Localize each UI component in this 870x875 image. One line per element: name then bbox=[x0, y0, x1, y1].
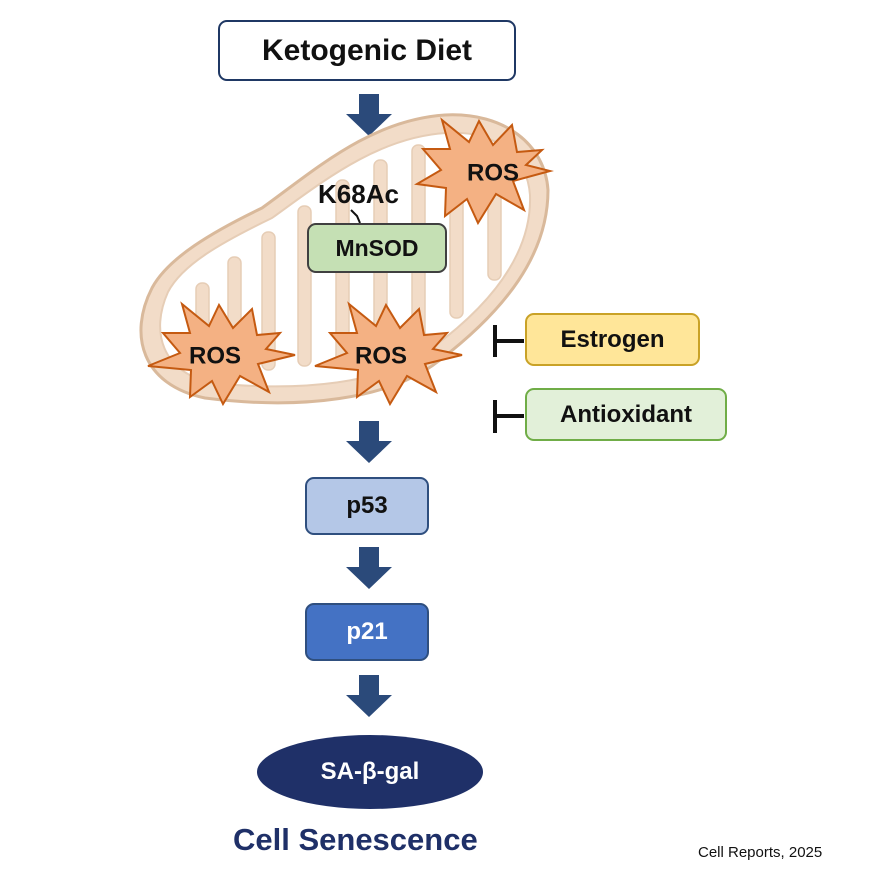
ros-label-right: ROS bbox=[355, 343, 407, 370]
ros-burst-left: ROS bbox=[147, 301, 296, 407]
p21-box: p21 bbox=[305, 603, 429, 661]
ros-burst-top: ROS bbox=[413, 117, 554, 226]
inhibit-estrogen bbox=[493, 325, 524, 357]
arrow-p21-to-sagal bbox=[346, 675, 392, 717]
k68ac-label: K68Ac bbox=[318, 179, 399, 209]
arrow-ros-to-p53 bbox=[346, 421, 392, 463]
k68ac-connector bbox=[350, 209, 361, 224]
estrogen-box: Estrogen bbox=[525, 313, 700, 366]
ros-burst-right: ROS bbox=[314, 301, 463, 407]
arrow-p53-to-p21 bbox=[346, 547, 392, 589]
sa-beta-gal-ellipse: SA-β-gal bbox=[257, 735, 483, 809]
antioxidant-box: Antioxidant bbox=[525, 388, 727, 441]
ros-label-top: ROS bbox=[467, 160, 519, 187]
mnsod-box: MnSOD bbox=[307, 223, 447, 273]
arrow-diet-to-mito bbox=[346, 94, 392, 136]
p53-box: p53 bbox=[305, 477, 429, 535]
cell-senescence-label: Cell Senescence bbox=[233, 822, 478, 857]
citation-label: Cell Reports, 2025 bbox=[698, 844, 823, 861]
ros-label-left: ROS bbox=[189, 343, 241, 370]
inhibit-antioxidant bbox=[493, 400, 524, 433]
ketogenic-diet-box: Ketogenic Diet bbox=[218, 20, 516, 81]
